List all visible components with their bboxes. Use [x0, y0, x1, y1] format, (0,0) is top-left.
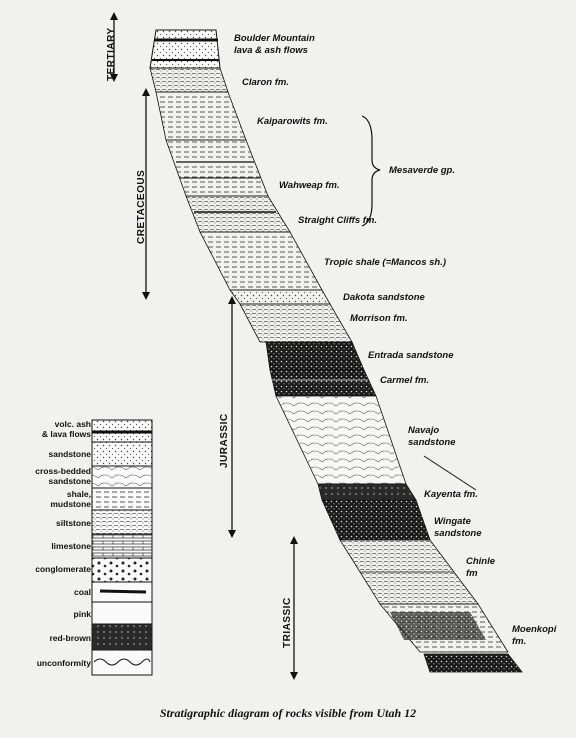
figure-caption: Stratigraphic diagram of rocks visible f…	[159, 706, 417, 720]
label-moenkopi: Moenkopi	[512, 624, 557, 635]
strata-column	[149, 29, 523, 673]
label-dakota: Dakota sandstone	[343, 292, 425, 303]
label-boulder-mountain: Boulder Mountain	[234, 33, 315, 44]
label-wingate: Wingate	[434, 516, 471, 527]
legend-coal: coal	[73, 587, 91, 597]
label-straight-cliffs: Straight Cliffs fm.	[298, 215, 377, 226]
label-claron: Claron fm.	[242, 77, 289, 88]
legend-conglomerate: conglomerate	[35, 564, 91, 574]
label-navajo-sub: sandstone	[408, 437, 456, 448]
label-kayenta: Kayenta fm.	[424, 489, 478, 500]
legend-cross-bedded-sub: sandstone	[48, 476, 91, 486]
label-mesaverde: Mesaverde gp.	[389, 165, 455, 176]
navajo-leader-line	[423, 455, 477, 491]
legend-unconformity: unconformity	[36, 658, 91, 668]
legend-limestone: limestone	[51, 541, 91, 551]
label-morrison: Morrison fm.	[350, 313, 408, 324]
label-wingate-sub: sandstone	[434, 528, 482, 539]
legend-cross-bedded: cross-bedded	[35, 466, 91, 476]
label-boulder-mountain-sub: lava & ash flows	[234, 45, 308, 56]
label-chinle-sub: fm	[466, 568, 478, 579]
label-carmel: Carmel fm.	[380, 375, 430, 386]
label-chinle: Chinle	[466, 556, 496, 567]
legend-siltstone: siltstone	[56, 518, 91, 528]
label-tropic-shale: Tropic shale (=Mancos sh.)	[324, 257, 447, 268]
legend-pink: pink	[73, 609, 91, 619]
legend-volc-sub: & lava flows	[41, 429, 91, 439]
legend-volc: volc. ash	[54, 419, 91, 429]
label-navajo: Navajo	[408, 425, 440, 436]
period-cretaceous: CRETACEOUS	[136, 169, 147, 244]
label-entrada: Entrada sandstone	[368, 350, 454, 361]
legend-swatches	[91, 419, 153, 676]
period-jurassic: JURASSIC	[219, 413, 230, 468]
label-moenkopi-sub: fm.	[512, 636, 527, 647]
mesaverde-bracket	[361, 115, 381, 227]
legend-shale-sub: mudstone	[50, 499, 91, 509]
legend-red-brown: red-brown	[49, 633, 91, 643]
period-triassic: TRIASSIC	[282, 597, 293, 648]
legend-sandstone: sandstone	[48, 449, 91, 459]
period-arrows	[110, 12, 298, 680]
label-wahweap: Wahweap fm.	[279, 180, 340, 191]
label-kaiparowits: Kaiparowits fm.	[257, 116, 328, 127]
period-tertiary: TERTIARY	[106, 27, 117, 81]
legend-shale: shale,	[66, 489, 91, 499]
